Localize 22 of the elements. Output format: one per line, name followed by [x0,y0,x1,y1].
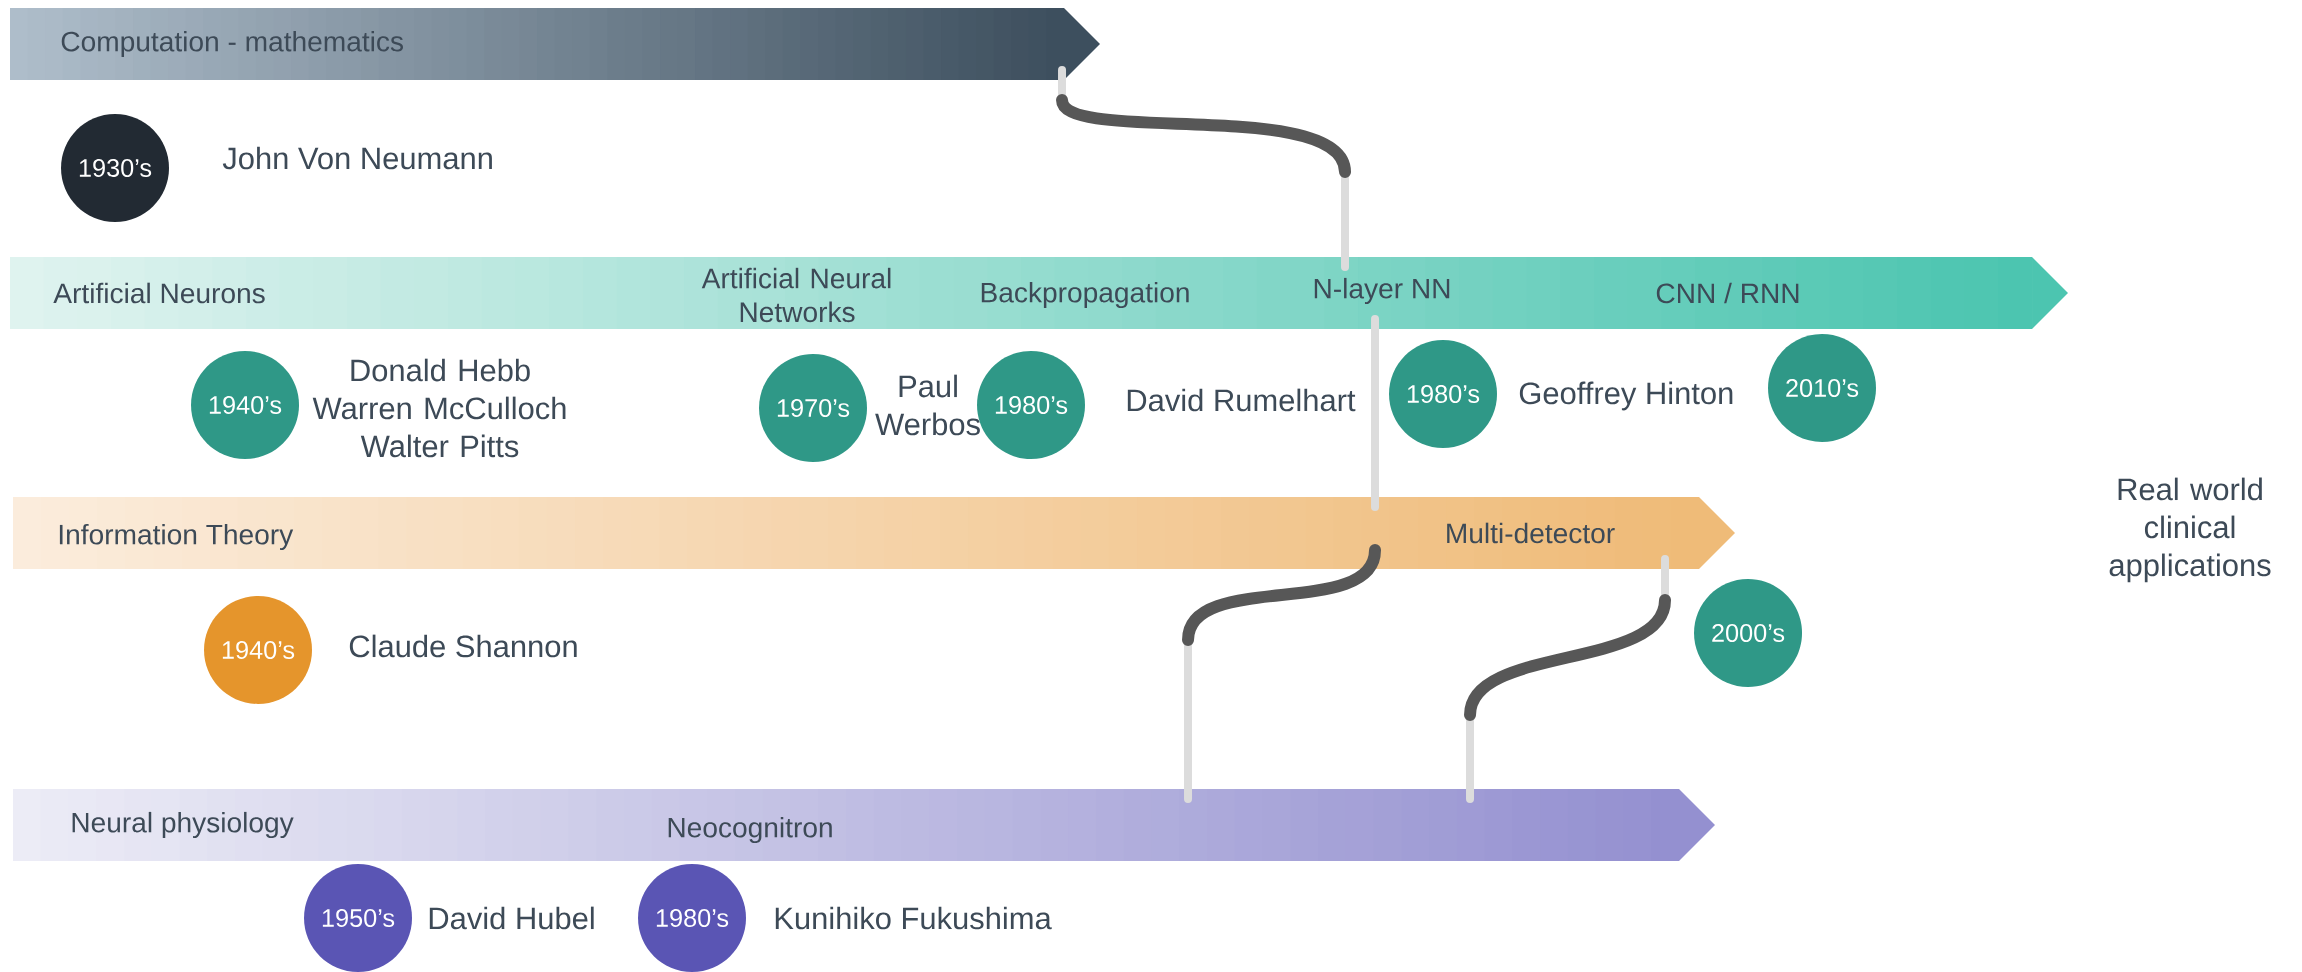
band-label: N-layer NN [1314,277,1450,305]
s-curve-connector [1056,66,1351,271]
s-curve-connector [1464,555,1671,803]
band-label: Neural physiology [72,811,294,839]
person-name: Kunihiko Fukushima [775,906,1052,930]
band-label: Artificial Neural Networks [701,267,891,323]
person-name: Donald Hebb Warren McCulloch Walter Pitts [312,358,566,458]
band-label: Computation - mathematics [61,30,403,58]
person-name: Claude Shannon [349,634,577,658]
band-label: CNN / RNN [1656,282,1799,304]
connector-stem [1371,315,1379,511]
band-label: Neocognitron [668,816,832,844]
band-label: Artificial Neurons [53,282,265,304]
side-label: Real world clinical applications [2109,477,2271,583]
person-name: John Von Neumann [222,146,492,170]
band-label: Multi-detector [1447,522,1615,544]
band-label: Information Theory [59,523,294,551]
person-name: Geoffrey Hinton [1519,381,1733,411]
s-curve-connector [1182,544,1381,803]
person-name: David Hubel [429,906,594,930]
band-label: Backpropagation [981,281,1189,309]
person-name: David Rumelhart [1127,388,1356,412]
